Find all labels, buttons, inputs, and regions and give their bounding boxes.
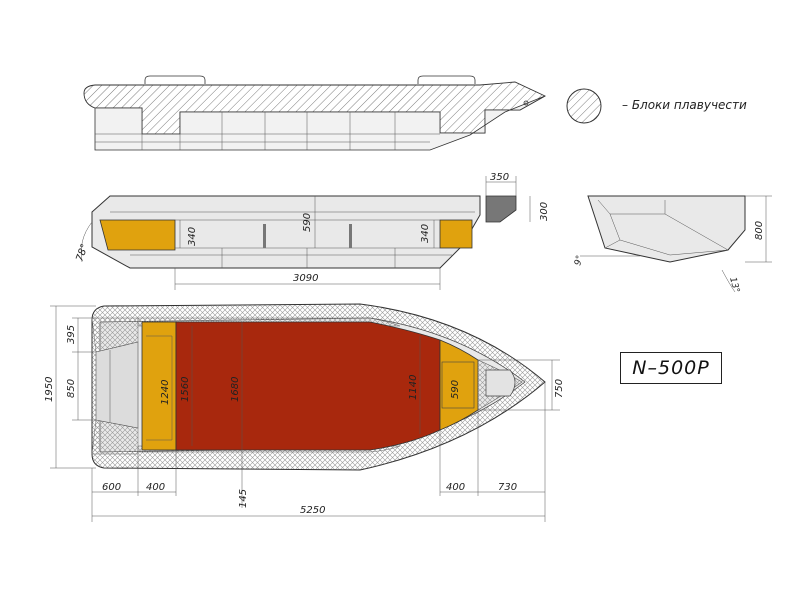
dim-1950: 1950 xyxy=(44,377,55,402)
dim-1240: 1240 xyxy=(160,380,171,405)
side-view: 350 300 340 590 340 3090 78° xyxy=(74,172,550,290)
stern-seat-side xyxy=(99,219,176,251)
bow-seat-side xyxy=(439,219,473,249)
dim-13-deg: 13° xyxy=(727,276,741,294)
dim-78-deg: 78° xyxy=(74,243,90,263)
plan-view: 1240 1560 1680 1140 590 1950 395 850 750… xyxy=(44,303,565,522)
dim-145: 145 xyxy=(238,489,249,508)
dim-395: 395 xyxy=(66,325,77,344)
dim-1560: 1560 xyxy=(180,377,191,402)
model-label: N–500P xyxy=(620,352,722,384)
dim-3090: 3090 xyxy=(293,273,318,284)
dim-590: 590 xyxy=(302,213,313,232)
legend-buoyancy-symbol xyxy=(566,88,602,124)
cross-section-view: 800 9° 13° xyxy=(573,195,772,294)
dim-5250: 5250 xyxy=(300,505,325,516)
dim-400-stern: 400 xyxy=(146,482,165,493)
dim-340-bow: 340 xyxy=(420,224,431,243)
bow-deck-block xyxy=(485,195,517,223)
legend-label: – Блоки плавучести xyxy=(622,98,747,112)
dim-400-bow: 400 xyxy=(446,482,465,493)
dim-590-plan: 590 xyxy=(450,380,461,399)
dim-750: 750 xyxy=(554,379,565,398)
dim-340-stern: 340 xyxy=(187,227,198,246)
dim-600: 600 xyxy=(102,482,121,493)
dim-9-deg: 9° xyxy=(573,254,585,266)
dim-730: 730 xyxy=(498,482,517,493)
section-view xyxy=(83,75,546,151)
dim-350: 350 xyxy=(490,172,509,183)
dim-800: 800 xyxy=(754,221,765,240)
cockpit-plan xyxy=(175,321,441,451)
dim-300: 300 xyxy=(539,202,550,221)
dim-1680: 1680 xyxy=(230,377,241,402)
stern-seat-plan xyxy=(141,321,177,451)
dim-1140: 1140 xyxy=(408,375,419,400)
dim-850: 850 xyxy=(66,379,77,398)
